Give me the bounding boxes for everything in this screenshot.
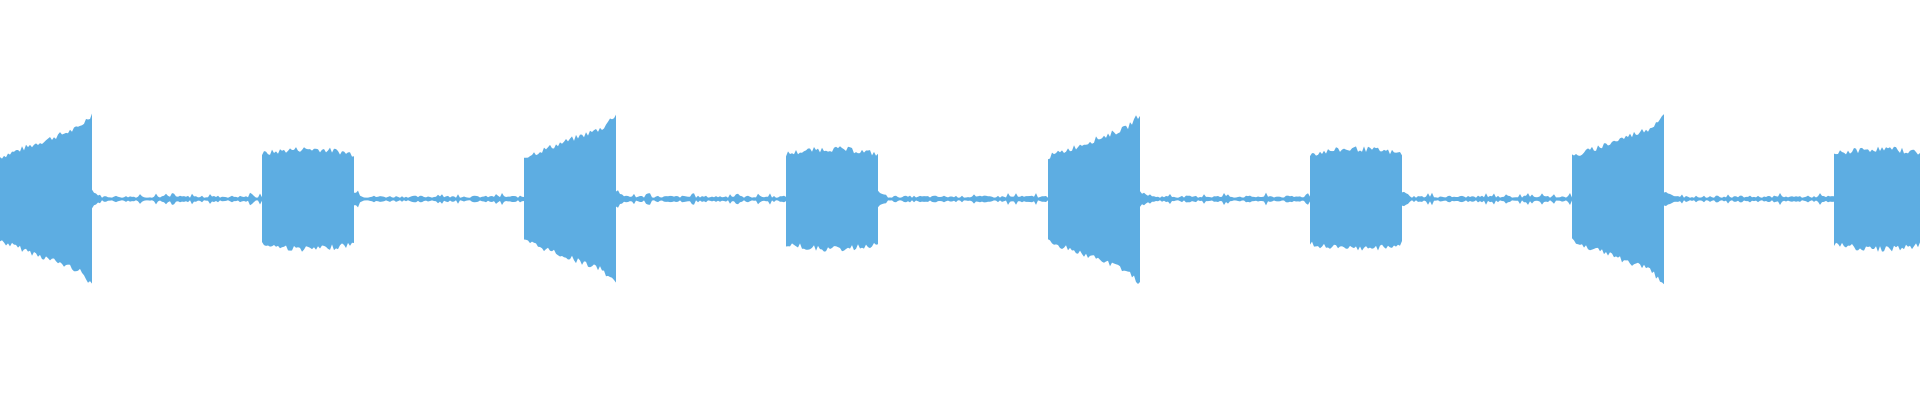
waveform-burst (1048, 115, 1140, 284)
waveform-burst (262, 147, 354, 252)
waveform-burst (786, 146, 878, 252)
waveform-burst (524, 114, 616, 283)
waveform-burst (1310, 146, 1402, 251)
waveform-burst (1834, 146, 1920, 252)
waveform-burst (1572, 114, 1664, 285)
waveform-burst (0, 113, 92, 284)
